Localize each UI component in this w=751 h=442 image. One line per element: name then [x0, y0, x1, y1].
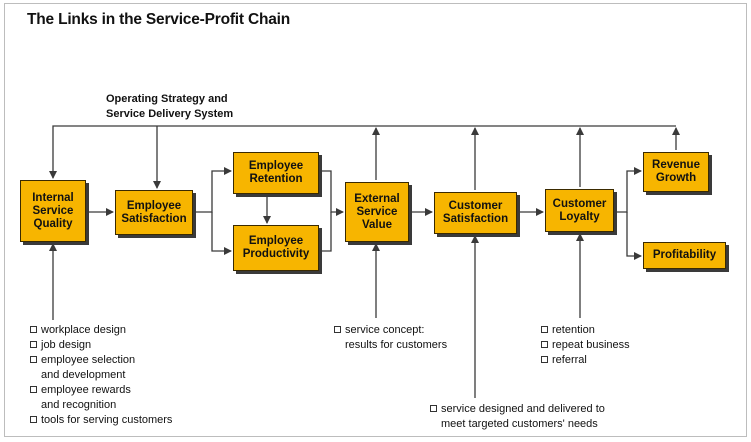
checkbox-icon [30, 416, 37, 423]
arrow-loyalty-to-profitability [626, 212, 642, 260]
external-service-value-box: External Service Value [345, 182, 409, 242]
note-item: referral [541, 353, 630, 368]
revenue-growth-box: Revenue Growth [643, 152, 709, 192]
checkbox-icon [30, 356, 37, 363]
checkbox-icon [30, 326, 37, 333]
note-item: employee rewards and recognition [30, 383, 172, 413]
arrow-loyalty-to-revenue [614, 167, 642, 213]
arrow-es-to-retention [193, 167, 232, 213]
employee-retention-box: Employee Retention [233, 152, 319, 194]
arrow-retention-to-value [319, 170, 344, 216]
note-item: retention [541, 323, 630, 338]
checkbox-icon [541, 356, 548, 363]
customer-loyalty-notes: retention repeat business referral [541, 323, 630, 368]
checkbox-icon [30, 386, 37, 393]
operating-strategy-label: Operating Strategy and Service Delivery … [106, 93, 234, 120]
note-item: service designed and delivered to meet t… [430, 402, 605, 432]
checkbox-icon [541, 326, 548, 333]
internal-service-quality-notes: workplace design job design employee sel… [30, 323, 172, 428]
checkbox-icon [430, 405, 437, 412]
note-item: job design [30, 338, 172, 353]
note-item: tools for serving customers [30, 413, 172, 428]
employee-productivity-box: Employee Productivity [233, 225, 319, 271]
diagram-frame [4, 3, 747, 437]
note-item: repeat business [541, 338, 630, 353]
note-item: service concept: results for customers [334, 323, 447, 353]
external-service-value-notes: service concept: results for customers [334, 323, 447, 353]
top-feedback-line [49, 125, 676, 179]
checkbox-icon [334, 326, 341, 333]
arrow-productivity-to-value [319, 212, 332, 252]
checkbox-icon [30, 341, 37, 348]
note-item: workplace design [30, 323, 172, 338]
arrow-es-to-productivity [211, 212, 232, 255]
profitability-box: Profitability [643, 242, 726, 269]
internal-service-quality-box: Internal Service Quality [20, 180, 86, 242]
diagram-title: The Links in the Service-Profit Chain [27, 11, 291, 28]
customer-satisfaction-notes: service designed and delivered to meet t… [430, 402, 605, 432]
customer-satisfaction-box: Customer Satisfaction [434, 192, 517, 234]
employee-satisfaction-box: Employee Satisfaction [115, 190, 193, 235]
checkbox-icon [541, 341, 548, 348]
note-item: employee selection and development [30, 353, 172, 383]
customer-loyalty-box: Customer Loyalty [545, 189, 614, 232]
